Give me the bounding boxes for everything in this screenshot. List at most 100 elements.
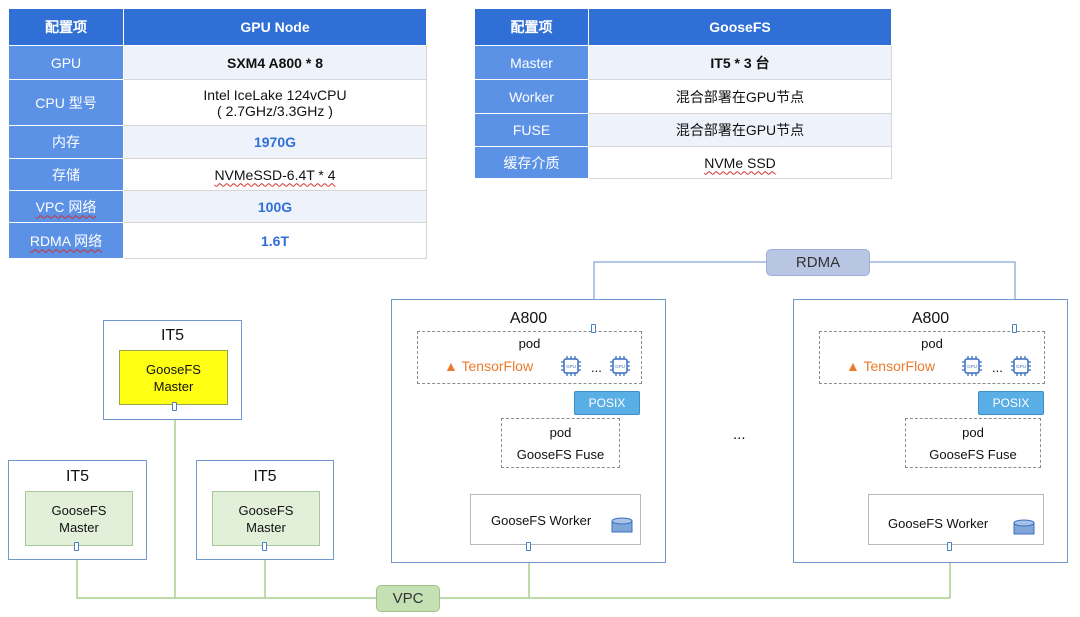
table-row: VPC 网络 100G xyxy=(8,190,427,223)
table-header: 配置项 xyxy=(474,8,589,46)
row-key: RDMA 网络 xyxy=(8,222,124,259)
goosefs-master-box: GooseFS Master xyxy=(212,491,320,546)
pod-label: pod xyxy=(921,336,943,351)
table-header: 配置项 xyxy=(8,8,124,46)
table-row: FUSE 混合部署在GPU节点 xyxy=(474,113,892,147)
disk-cache-icon xyxy=(611,517,633,533)
goosefs-worker-label: GooseFS Worker xyxy=(491,513,592,528)
rdma-network-label: RDMA xyxy=(766,249,870,276)
table-header: GPU Node xyxy=(123,8,427,46)
table-row: Master IT5 * 3 台 xyxy=(474,45,892,80)
rdma-port-icon xyxy=(1012,324,1017,333)
chip-ellipsis: ... xyxy=(992,360,1003,375)
fuse-pod: pod GooseFS Fuse xyxy=(501,418,620,468)
host-title: A800 xyxy=(911,310,950,327)
master-host-1: IT5 GooseFS Master xyxy=(103,320,242,420)
tensorflow-icon: ▲ xyxy=(846,358,860,374)
table-row: 存储 NVMeSSD-6.4T * 4 xyxy=(8,158,427,191)
row-key: GPU xyxy=(8,45,124,80)
gpu-chip-label: GPU xyxy=(566,364,576,369)
gpu-node-table: 配置项 GPU Node GPU SXM4 A800 * 8 CPU 型号 In… xyxy=(8,8,427,259)
row-value: 1970G xyxy=(123,125,427,159)
goosefs-master-label: Master xyxy=(246,520,286,535)
row-value: IT5 * 3 台 xyxy=(588,45,892,80)
tensorflow-label: TensorFlow xyxy=(863,358,936,374)
row-key: Worker xyxy=(474,79,589,114)
tensorflow-logo: ▲ TensorFlow xyxy=(444,358,533,374)
goosefs-master-label: Master xyxy=(59,520,99,535)
gpu-chip-label: GPU xyxy=(967,364,977,369)
pod-label: pod xyxy=(549,425,572,440)
host-title: IT5 xyxy=(65,468,90,485)
table-row: GPU SXM4 A800 * 8 xyxy=(8,45,427,80)
host-title: A800 xyxy=(509,310,548,327)
pod-label: pod xyxy=(518,336,541,351)
rdma-port-icon xyxy=(591,324,596,333)
row-key: FUSE xyxy=(474,113,589,147)
master-port-icon xyxy=(262,542,267,551)
goosefs-fuse-label: GooseFS Fuse xyxy=(516,447,605,462)
goosefs-worker-box: GooseFS Worker xyxy=(868,494,1044,545)
gpu-chip-icon: GPU xyxy=(610,356,630,376)
goosefs-worker-label: GooseFS Worker xyxy=(888,516,989,531)
row-key: 存储 xyxy=(8,158,124,191)
master-port-icon xyxy=(172,402,177,411)
row-key: VPC 网络 xyxy=(8,190,124,223)
row-value: 1.6T xyxy=(123,222,427,259)
table-header: GooseFS xyxy=(588,8,892,46)
row-key-text: VPC 网络 xyxy=(35,198,97,215)
goosefs-master-label: Master xyxy=(153,379,194,394)
row-value-text: NVMe SSD xyxy=(704,154,776,171)
host-title: IT5 xyxy=(160,327,185,344)
row-value-line: Intel IceLake 124vCPU xyxy=(203,86,347,103)
goosefs-table: 配置项 GooseFS Master IT5 * 3 台 Worker 混合部署… xyxy=(474,8,892,179)
goosefs-fuse-label: GooseFS Fuse xyxy=(929,447,1017,462)
vpc-network-label: VPC xyxy=(376,585,440,612)
goosefs-master-label: GooseFS xyxy=(238,503,294,518)
training-pod: pod ▲ TensorFlow GPU ... GPU xyxy=(819,331,1045,384)
table-row: Worker 混合部署在GPU节点 xyxy=(474,79,892,114)
vpc-port-icon xyxy=(526,542,531,551)
goosefs-master-box: GooseFS Master xyxy=(25,491,133,546)
gpu-chip-icon: GPU xyxy=(561,356,581,376)
training-pod: pod ▲ TensorFlow GPU ... GPU xyxy=(417,331,642,384)
posix-interface-label: POSIX xyxy=(978,391,1044,415)
goosefs-worker-box: GooseFS Worker xyxy=(470,494,641,545)
row-key: Master xyxy=(474,45,589,80)
row-value: NVMe SSD xyxy=(588,146,892,179)
posix-interface-label: POSIX xyxy=(574,391,640,415)
table-row: RDMA 网络 1.6T xyxy=(8,222,427,259)
row-key: CPU 型号 xyxy=(8,79,124,126)
row-value: 混合部署在GPU节点 xyxy=(588,113,892,147)
more-nodes-ellipsis: ... xyxy=(733,426,746,443)
gpu-chip-icon: GPU xyxy=(962,356,982,376)
table-header-row: 配置项 GooseFS xyxy=(474,8,892,46)
goosefs-master-label: GooseFS xyxy=(51,503,107,518)
gpu-chip-label: GPU xyxy=(1016,364,1026,369)
row-value: NVMeSSD-6.4T * 4 xyxy=(123,158,427,191)
tensorflow-logo: ▲ TensorFlow xyxy=(846,358,935,374)
table-row: 内存 1970G xyxy=(8,125,427,159)
pod-label: pod xyxy=(962,425,984,440)
table-row: CPU 型号 Intel IceLake 124vCPU ( 2.7GHz/3.… xyxy=(8,79,427,126)
host-title: IT5 xyxy=(253,468,277,485)
master-port-icon xyxy=(74,542,79,551)
row-value: 100G xyxy=(123,190,427,223)
row-value-text: NVMeSSD-6.4T * 4 xyxy=(214,166,336,183)
goosefs-master-label: GooseFS xyxy=(146,362,201,377)
row-value: 混合部署在GPU节点 xyxy=(588,79,892,114)
tensorflow-label: TensorFlow xyxy=(461,358,534,374)
goosefs-master-box: GooseFS Master xyxy=(119,350,228,405)
row-value-line: ( 2.7GHz/3.3GHz ) xyxy=(217,102,333,119)
row-value: SXM4 A800 * 8 xyxy=(123,45,427,80)
tensorflow-icon: ▲ xyxy=(444,358,458,374)
fuse-pod: pod GooseFS Fuse xyxy=(905,418,1041,468)
disk-cache-icon xyxy=(1013,519,1035,535)
table-header-row: 配置项 GPU Node xyxy=(8,8,427,46)
chip-ellipsis: ... xyxy=(591,360,602,375)
row-key: 缓存介质 xyxy=(474,146,589,179)
gpu-chip-icon: GPU xyxy=(1011,356,1031,376)
row-key: 内存 xyxy=(8,125,124,159)
gpu-chip-label: GPU xyxy=(615,364,625,369)
master-host-2: IT5 GooseFS Master xyxy=(8,460,147,560)
